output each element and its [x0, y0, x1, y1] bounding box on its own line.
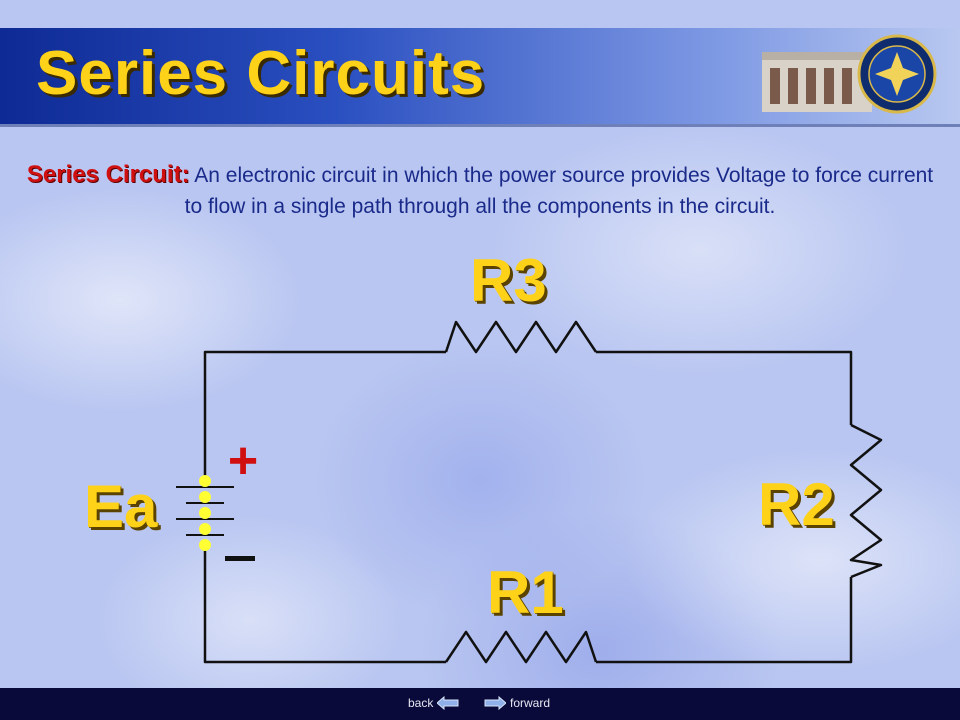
back-arrow-icon	[437, 696, 459, 710]
back-label: back	[408, 696, 434, 710]
resistor-r2-zigzag	[849, 423, 883, 579]
slide-title: Series Circuits	[36, 39, 486, 108]
definition-text: An electronic circuit in which the power…	[184, 164, 934, 218]
forward-button[interactable]: forward	[484, 696, 550, 710]
back-button[interactable]: back	[408, 696, 459, 710]
plus-sign: +	[228, 432, 258, 490]
title-bar: Series Circuits	[0, 28, 960, 127]
wire-top-right	[596, 350, 853, 425]
source-label-ea: Ea	[84, 473, 158, 540]
wire-top-left	[203, 350, 446, 476]
resistor-r1-zigzag	[444, 630, 598, 664]
footer-bar: back forward	[0, 688, 960, 720]
resistor-label-r1: R1	[487, 559, 564, 626]
school-emblem-icon	[762, 34, 937, 114]
definition-paragraph: Series Circuit: An electronic circuit in…	[20, 159, 940, 222]
forward-arrow-icon	[484, 696, 506, 710]
forward-label: forward	[510, 696, 551, 710]
resistor-label-r3: R3	[470, 247, 547, 314]
definition-term: Series Circuit:	[26, 161, 190, 188]
battery-ea	[176, 475, 234, 551]
resistor-r3-zigzag	[444, 320, 598, 354]
resistor-label-r2: R2	[758, 471, 835, 538]
wire-bottom-left	[203, 548, 446, 664]
minus-sign	[225, 556, 255, 561]
wire-bottom-right	[596, 577, 853, 664]
